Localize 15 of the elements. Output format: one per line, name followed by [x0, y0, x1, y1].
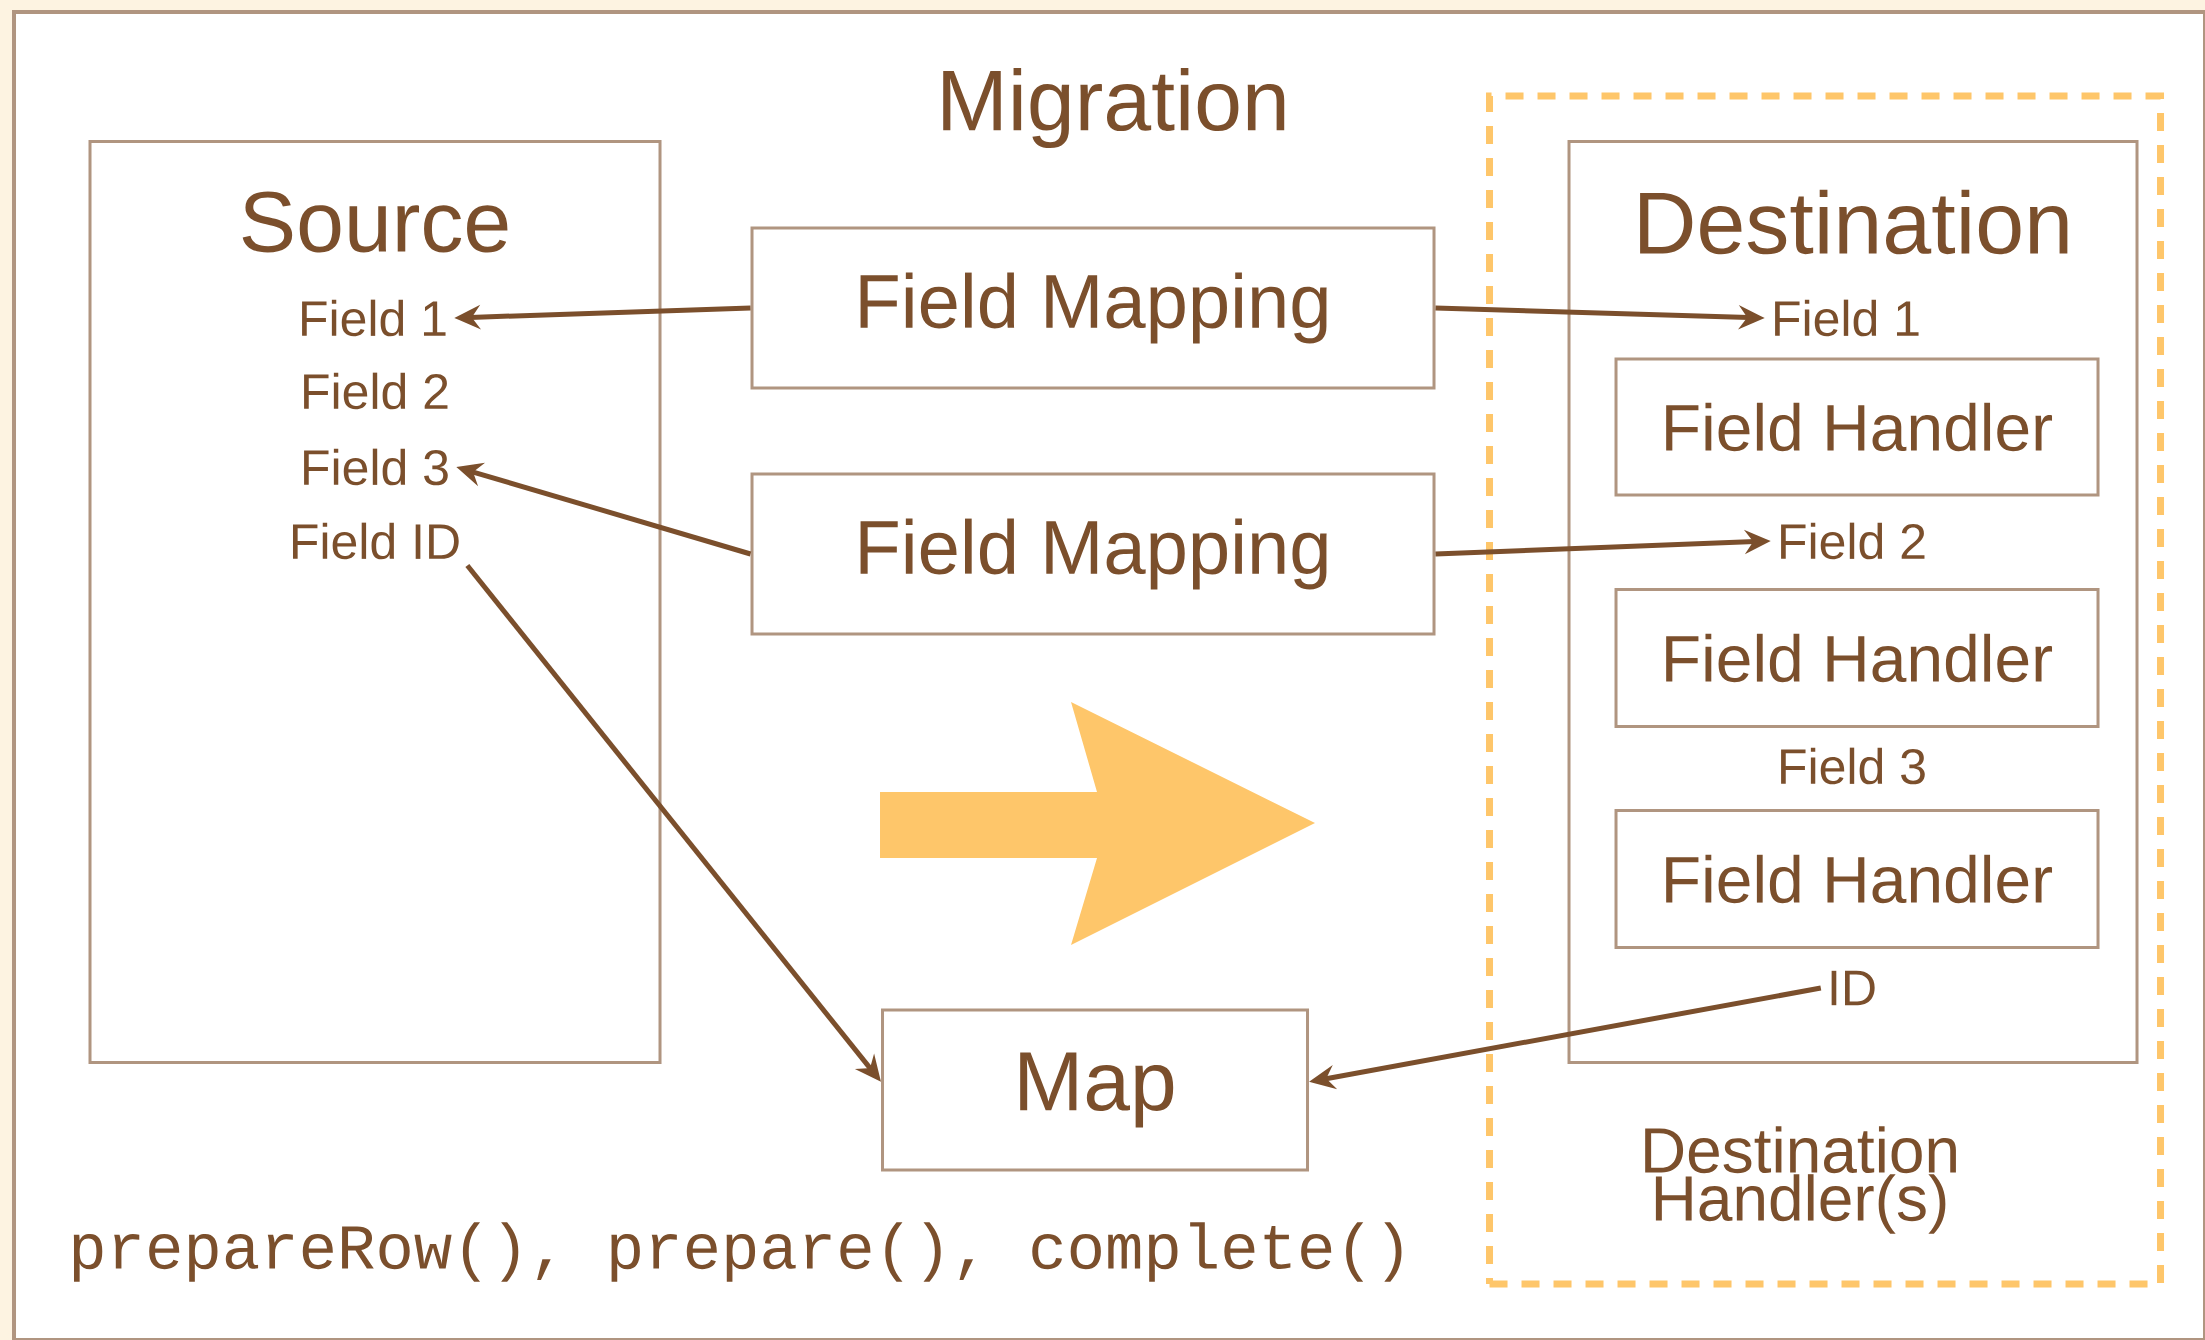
field-label: Field 2	[304, 372, 448, 410]
field-label: Field 1	[1775, 299, 1919, 337]
handler-box: Field Handler	[1614, 588, 2100, 728]
field-label: Field 3	[304, 448, 448, 486]
handler-box: Field Handler	[1614, 809, 2100, 949]
field-label: Field ID	[293, 522, 459, 560]
field-label: Field 1	[302, 299, 446, 337]
field-label: ID	[1831, 970, 1875, 1006]
map-box: Map	[881, 1008, 1309, 1172]
handler-box: Field Handler	[1614, 357, 2100, 497]
mapping-box: Field Mapping	[750, 472, 1436, 636]
field-label: Field 3	[1781, 747, 1925, 785]
title: Migration	[943, 67, 1285, 149]
mapping-box: Field Mapping	[750, 226, 1436, 390]
field-label: Field 2	[1781, 522, 1925, 560]
